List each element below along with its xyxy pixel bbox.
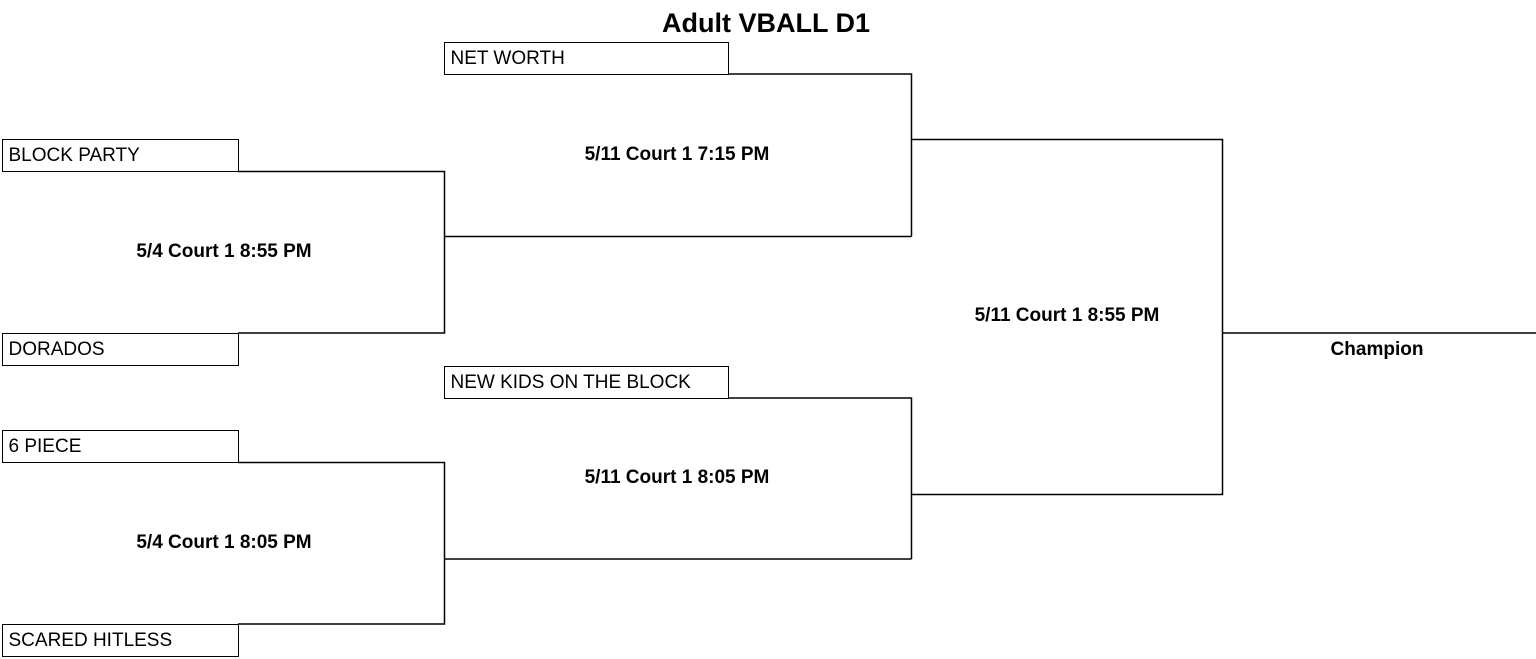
bracket-connector-r2-bottom-bracket bbox=[728, 397, 913, 559]
team-new-kids-on-the-block: NEW KIDS ON THE BLOCK bbox=[443, 365, 729, 399]
team-scared-hitless: SCARED HITLESS bbox=[1, 624, 239, 657]
bracket-connector-r1-bottom bbox=[238, 461, 446, 625]
bracket-connector-r2-top-bracket bbox=[728, 73, 913, 237]
team-dorados: DORADOS bbox=[1, 333, 239, 366]
bracket-connector-r1-top bbox=[238, 170, 446, 334]
team-net-worth: NET WORTH bbox=[443, 41, 729, 75]
game-label-r1-bottom: 5/4 Court 1 8:05 PM bbox=[136, 532, 312, 553]
game-label-r2-top: 5/11 Court 1 7:15 PM bbox=[584, 144, 770, 165]
team-6-piece: 6 PIECE bbox=[1, 429, 239, 463]
bracket-title: Adult VBALL D1 bbox=[662, 8, 870, 38]
bracket-connector-final bbox=[911, 138, 1224, 496]
champion-label: Champion bbox=[1330, 339, 1424, 360]
game-label-r2-bottom: 5/11 Court 1 8:05 PM bbox=[584, 467, 770, 488]
game-label-final: 5/11 Court 1 8:55 PM bbox=[974, 305, 1160, 326]
game-label-r1-top: 5/4 Court 1 8:55 PM bbox=[136, 241, 312, 262]
team-block-party: BLOCK PARTY bbox=[1, 138, 239, 172]
